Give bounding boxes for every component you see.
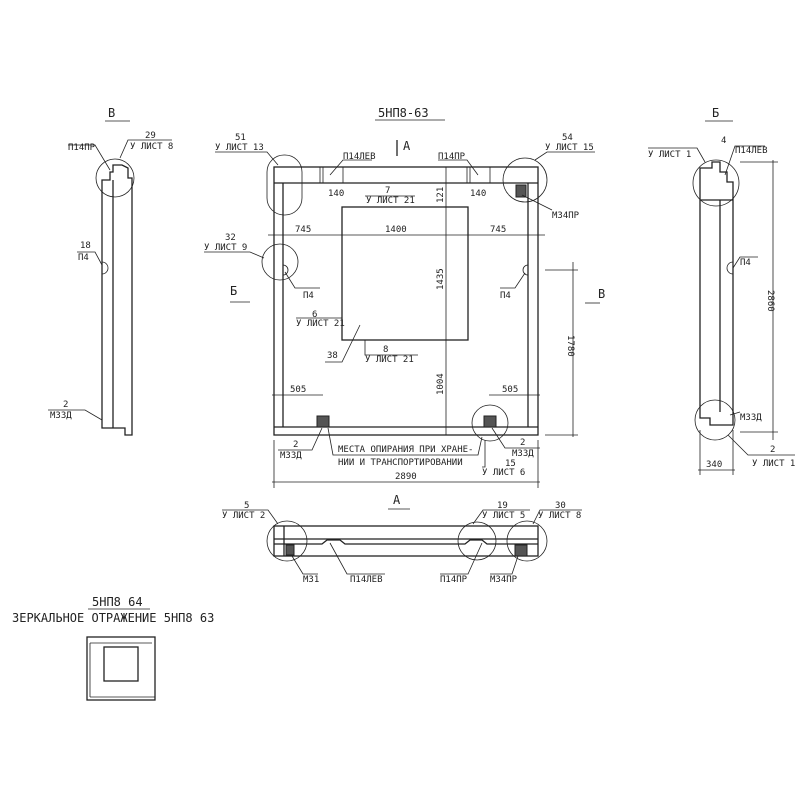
- side-view-b: Б 4 У ЛИСТ 1 П14ЛЕВ П4 М33Д 2 У ЛИСТ 1 2…: [648, 106, 795, 475]
- main-plan-view: 5НП8-63 А 745 1400 745 140 140 121 1435 …: [204, 106, 605, 488]
- callout-m33d-left: М33Д: [280, 451, 302, 461]
- callout-29-sheet: У ЛИСТ 8: [130, 142, 173, 152]
- callout-p14lev: П14ЛЕВ: [350, 575, 383, 585]
- dim-140-right: 140: [470, 189, 486, 199]
- callout-m33d-left-num: 2: [293, 440, 298, 450]
- dim-2890: 2890: [395, 472, 417, 482]
- window-opening: [341, 206, 469, 341]
- callout-6-sheet: У ЛИСТ 21: [296, 319, 345, 329]
- callout-18-name: П4: [78, 253, 89, 263]
- callout-29: 29: [145, 131, 156, 141]
- callout-8-sheet: У ЛИСТ 21: [365, 355, 414, 365]
- dim-745-right: 745: [490, 225, 506, 235]
- detail-circle-32: [261, 243, 299, 281]
- callout-p4: П4: [740, 258, 751, 268]
- view-a-marker: А: [403, 139, 411, 153]
- callout-m33d: М33Д: [740, 413, 762, 423]
- callout-8: 8: [383, 345, 388, 355]
- callout-m31: М31: [303, 575, 319, 585]
- dim-121: 121: [436, 187, 446, 203]
- detail-circle-15: [471, 404, 509, 442]
- callout-15-sheet: У ЛИСТ 6: [482, 468, 525, 478]
- embedded-part-m31: [285, 544, 295, 556]
- callout-15: 15: [505, 459, 516, 469]
- callout-54-sheet: У ЛИСТ 15: [545, 143, 594, 153]
- callout-2-name: М33Д: [50, 411, 72, 421]
- callout-32-sheet: У ЛИСТ 9: [204, 243, 247, 253]
- dim-1004: 1004: [436, 373, 446, 395]
- callout-51-sheet: У ЛИСТ 13: [215, 143, 264, 153]
- mirror-title: 5НП8 64: [92, 595, 143, 609]
- embedded-part-m33d-right: [483, 415, 497, 428]
- view-b-title: Б: [712, 106, 719, 120]
- detail-circle-4: [692, 159, 740, 207]
- callout-p4-right: П4: [500, 291, 511, 301]
- detail-circle-30: [506, 520, 548, 562]
- side-view-v: В 29 У ЛИСТ 8 П14ПР 18 П4 2 М33Д: [48, 106, 173, 436]
- detail-circle-54: [502, 157, 548, 203]
- callout-m33d-right-num: 2: [520, 438, 525, 448]
- callout-5: 5: [244, 501, 249, 511]
- detail-circle-29: [95, 158, 135, 198]
- callout-19-sheet: У ЛИСТ 5: [482, 511, 525, 521]
- callout-p4-left: П4: [303, 291, 314, 301]
- support-note-line1: МЕСТА ОПИРАНИЯ ПРИ ХРАНЕ-: [338, 445, 473, 455]
- dim-140-left: 140: [328, 189, 344, 199]
- dim-1400: 1400: [385, 225, 407, 235]
- mirror-note: ЗЕРКАЛЬНОЕ ОТРАЖЕНИЕ 5НП8 63: [12, 611, 214, 625]
- detail-circle-5: [266, 520, 308, 562]
- callout-p14pr: П14ПР: [440, 575, 468, 585]
- embedded-part-m34pr: [514, 544, 528, 557]
- view-a-title: А: [393, 493, 401, 507]
- panel-outline: [273, 166, 539, 436]
- callout-m34pr: М34ПР: [490, 575, 518, 585]
- callout-4-sheet: У ЛИСТ 1: [648, 150, 691, 160]
- main-title: 5НП8-63: [378, 106, 429, 120]
- callout-m33d-right: М33Д: [512, 449, 534, 459]
- callout-51: 51: [235, 133, 246, 143]
- callout-18: 18: [80, 241, 91, 251]
- callout-2: 2: [770, 445, 775, 455]
- section-b-marker: Б: [230, 284, 237, 298]
- view-v-title: В: [108, 106, 115, 120]
- callout-7: 7: [385, 186, 390, 196]
- dim-505-left: 505: [290, 385, 306, 395]
- callout-19: 19: [497, 501, 508, 511]
- dim-1435: 1435: [436, 268, 446, 290]
- detail-circle-2: [694, 399, 736, 441]
- support-note-line2: НИИ И ТРАНСПОРТИРОВАНИИ: [338, 458, 463, 468]
- callout-2: 2: [63, 400, 68, 410]
- callout-m34pr: М34ПР: [552, 211, 580, 221]
- callout-38: 38: [327, 351, 338, 361]
- mirror-panel-view: 5НП8 64 ЗЕРКАЛЬНОЕ ОТРАЖЕНИЕ 5НП8 63: [12, 595, 214, 701]
- callout-2-sheet: У ЛИСТ 1: [752, 459, 795, 469]
- dim-1780: 1780: [565, 335, 575, 357]
- callout-30-sheet: У ЛИСТ 8: [538, 511, 581, 521]
- callout-54: 54: [562, 133, 573, 143]
- callout-6: 6: [312, 310, 317, 320]
- detail-circle-19: [457, 521, 497, 561]
- callout-32: 32: [225, 233, 236, 243]
- callout-4: 4: [721, 136, 726, 146]
- callout-p14pr: П14ПР: [68, 143, 96, 153]
- embedded-part-m34pr: [515, 184, 527, 198]
- callout-7-sheet: У ЛИСТ 21: [366, 196, 415, 206]
- embedded-part-m33d-left: [316, 415, 330, 428]
- bottom-view-a: А 5 У ЛИСТ 2 19 У ЛИСТ 5 30 У ЛИСТ 8 М31…: [222, 493, 582, 585]
- callout-p14pr: П14ПР: [438, 152, 466, 162]
- dim-505-right: 505: [502, 385, 518, 395]
- callout-p14lev: П14ЛЕВ: [735, 146, 768, 156]
- detail-circle-51: [266, 154, 303, 216]
- dim-340: 340: [706, 460, 722, 470]
- callout-p14lev: П14ЛЕВ: [343, 152, 376, 162]
- mirror-window-opening: [103, 646, 139, 682]
- dim-745-left: 745: [295, 225, 311, 235]
- callout-5-sheet: У ЛИСТ 2: [222, 511, 265, 521]
- callout-30: 30: [555, 501, 566, 511]
- section-v-marker: В: [598, 287, 605, 301]
- dim-2860: 2860: [765, 290, 775, 312]
